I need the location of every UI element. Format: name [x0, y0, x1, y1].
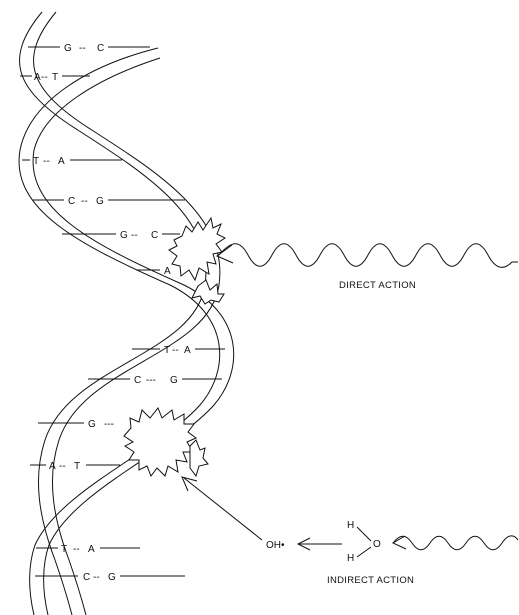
base-at1-left: A: [34, 72, 41, 83]
dna-strand-a: [19, 11, 221, 615]
water-h-bottom: H: [347, 553, 354, 564]
base-pair-gc1: G -- C: [28, 43, 150, 54]
base-ta1-sep: --: [43, 156, 50, 167]
base-ta1-right: A: [58, 156, 65, 167]
base-at2-right: T: [74, 461, 80, 472]
base-cg2-left: C: [134, 375, 141, 386]
base-pair-ta3: T -- A: [36, 544, 140, 555]
base-at2-sep: --: [59, 461, 66, 472]
indirect-action-label: INDIRECT ACTION: [327, 575, 414, 586]
water-molecule: H H O: [347, 520, 381, 564]
base-pair-g-broken: G ---: [38, 419, 114, 430]
base-at2-left: A: [49, 461, 56, 472]
indirect-action-arrow: [181, 476, 263, 541]
base-ta3-sep: --: [73, 544, 80, 555]
base-gc2-sep: --: [131, 230, 138, 241]
base-g-broken-sep: ---: [104, 419, 114, 430]
base-pair-at1: A -- T: [20, 72, 90, 83]
base-cg3-left: C: [83, 572, 90, 583]
base-g-broken-left: G: [88, 419, 96, 430]
base-pair-ta2: T -- A: [132, 345, 225, 356]
base-pair-ta1: T -- A: [22, 156, 122, 167]
base-cg1-left: C: [68, 196, 75, 207]
base-cg2-sep: ---: [146, 375, 156, 386]
strand-break-indirect: [123, 407, 209, 478]
indirect-radiation-wave: [391, 535, 519, 551]
base-gc2-right: C: [151, 230, 158, 241]
base-cg1-right: G: [96, 196, 104, 207]
base-ta2-left: T: [164, 345, 170, 356]
base-pair-cg3: C -- G: [35, 572, 185, 583]
dna-strand-b: [18, 47, 235, 615]
base-ta1-left: T: [33, 156, 39, 167]
radical-arrow: [296, 537, 342, 551]
base-a-broken-left: A: [164, 266, 171, 277]
water-h-top: H: [347, 520, 354, 531]
base-gc2-left: G: [120, 230, 128, 241]
base-cg3-right: G: [108, 572, 116, 583]
base-cg1-sep: --: [81, 196, 88, 207]
base-pair-cg1: C -- G: [32, 196, 185, 207]
base-cg2-right: G: [170, 375, 178, 386]
base-cg3-sep: --: [93, 572, 100, 583]
base-pair-a-broken: A: [136, 266, 171, 277]
strand-break-direct: [168, 216, 226, 305]
base-pair-at2: A -- T: [30, 461, 120, 472]
base-at1-sep: --: [41, 72, 48, 83]
direct-action-label: DIRECT ACTION: [339, 280, 416, 291]
base-at1-right: T: [52, 72, 58, 83]
base-ta2-sep: --: [172, 345, 179, 356]
base-gc1-right: C: [97, 43, 104, 54]
base-pair-cg2: C --- G: [88, 375, 222, 386]
base-gc1-left: G: [64, 43, 72, 54]
base-ta3-right: A: [88, 544, 95, 555]
base-gc1-sep: --: [79, 43, 86, 54]
base-ta2-right: A: [184, 345, 191, 356]
direct-action-arrow: [216, 243, 518, 268]
base-pair-gc2: G -- C: [62, 230, 180, 241]
water-o: O: [373, 539, 381, 550]
hydroxyl-radical-label: OH•: [266, 540, 285, 551]
base-ta3-left: T: [61, 544, 67, 555]
